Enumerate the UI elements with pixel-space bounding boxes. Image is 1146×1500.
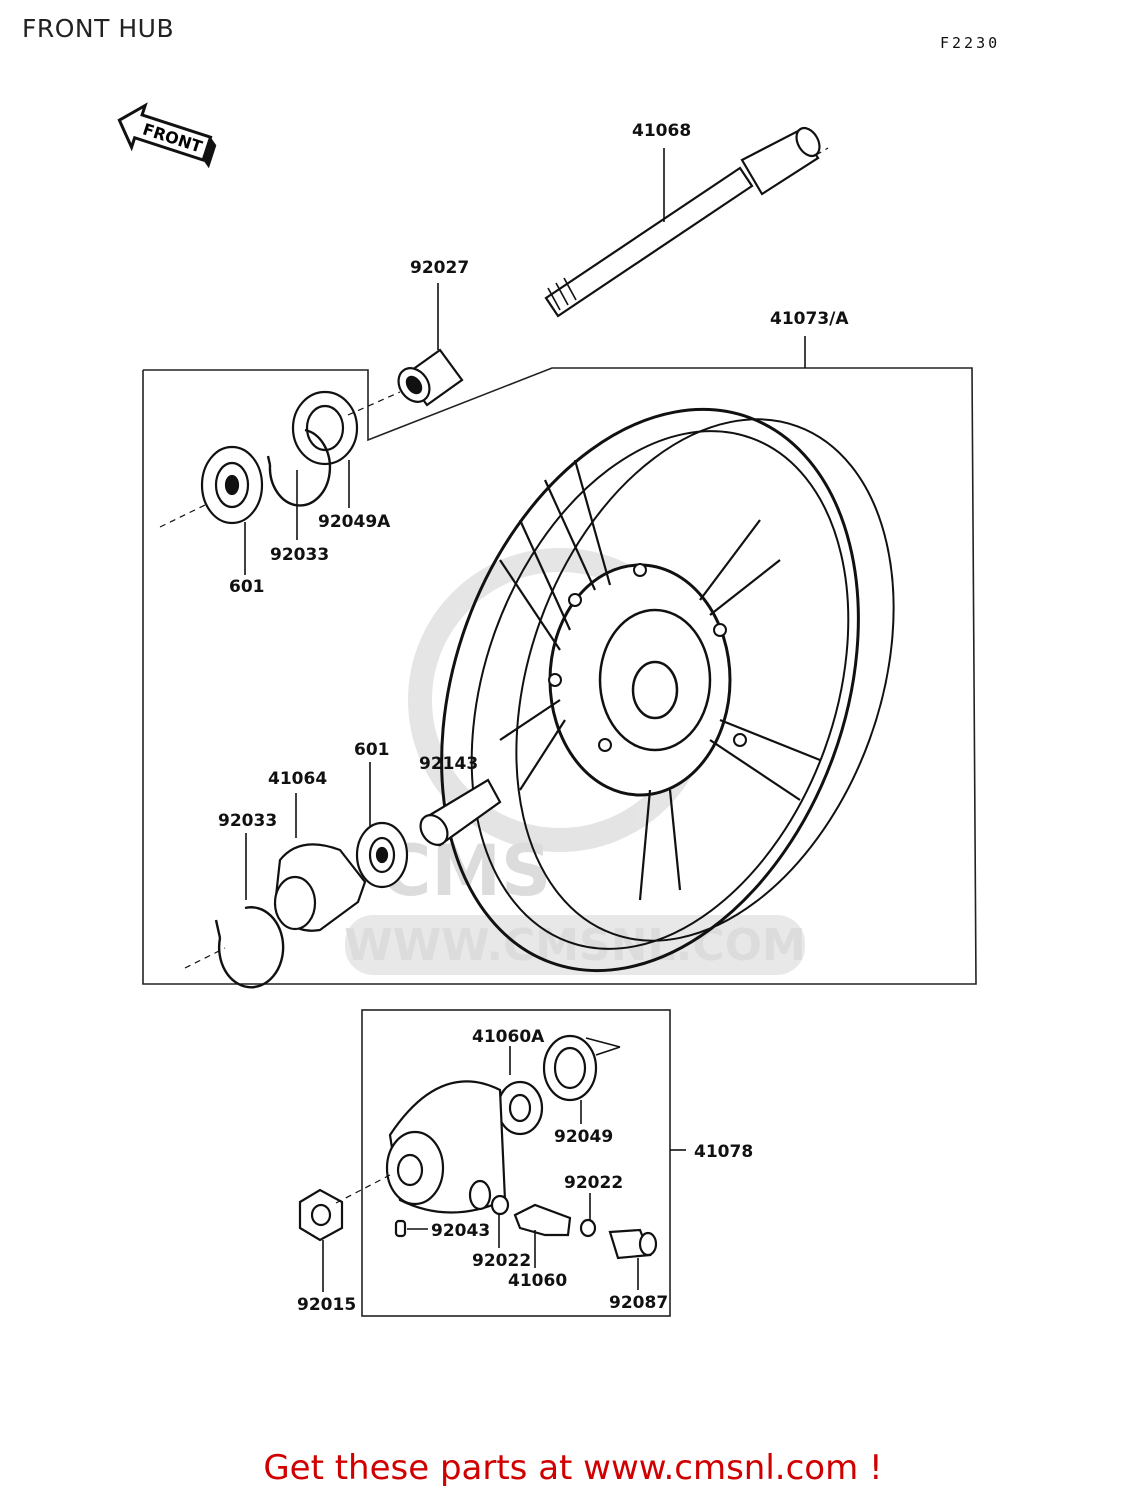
leader-lines: [244, 148, 806, 1292]
gear-housing-41078: [298, 1034, 658, 1260]
part-labels: 41068 92027 41073/A 92049A 92033 601 601…: [218, 121, 849, 1315]
circlip-92033-lower: [214, 906, 285, 989]
label-92015: 92015: [297, 1295, 356, 1315]
label-92049a: 92049A: [318, 512, 391, 532]
label-41073a: 41073/A: [770, 309, 849, 329]
axle-41068: [544, 126, 821, 318]
coupling-41064: [273, 843, 367, 932]
front-arrow-icon: FRONT: [117, 102, 217, 169]
label-601-lower: 601: [354, 740, 390, 760]
label-41060: 41060: [508, 1271, 567, 1291]
circlip-92033-upper: [266, 428, 332, 507]
collar-92027: [397, 348, 464, 407]
label-92049: 92049: [554, 1127, 613, 1147]
page-title: FRONT HUB: [22, 14, 175, 43]
collar-92143: [419, 778, 502, 847]
bearing-601-upper: [200, 445, 264, 525]
figure-code: F2230: [940, 34, 1001, 52]
bearing-601-lower: [355, 821, 409, 889]
svg-text:CMS: CMS: [380, 830, 551, 912]
label-92027: 92027: [410, 258, 469, 278]
label-601-upper: 601: [229, 577, 265, 597]
wheel-assy-box: [142, 367, 977, 985]
label-92143: 92143: [419, 754, 478, 774]
promo-link[interactable]: Get these parts at www.cmsnl.com !: [263, 1448, 883, 1488]
label-92022-upper: 92022: [564, 1173, 623, 1193]
label-92033-lower: 92033: [218, 811, 277, 831]
label-92022-lower: 92022: [472, 1251, 531, 1271]
label-41060a: 41060A: [472, 1027, 545, 1047]
gear-housing-box: [361, 1009, 671, 1317]
wheel-41073a: [440, 407, 895, 973]
seal-92049a: [291, 390, 359, 466]
watermark-text: WWW.CMSNL.COM: [344, 920, 806, 971]
label-92033-upper: 92033: [270, 545, 329, 565]
assembly-centerlines: [159, 147, 829, 1204]
label-92087: 92087: [609, 1293, 668, 1313]
label-41064: 41064: [268, 769, 327, 789]
label-41078: 41078: [694, 1142, 753, 1162]
label-92043: 92043: [431, 1221, 490, 1241]
label-41068: 41068: [632, 121, 691, 141]
